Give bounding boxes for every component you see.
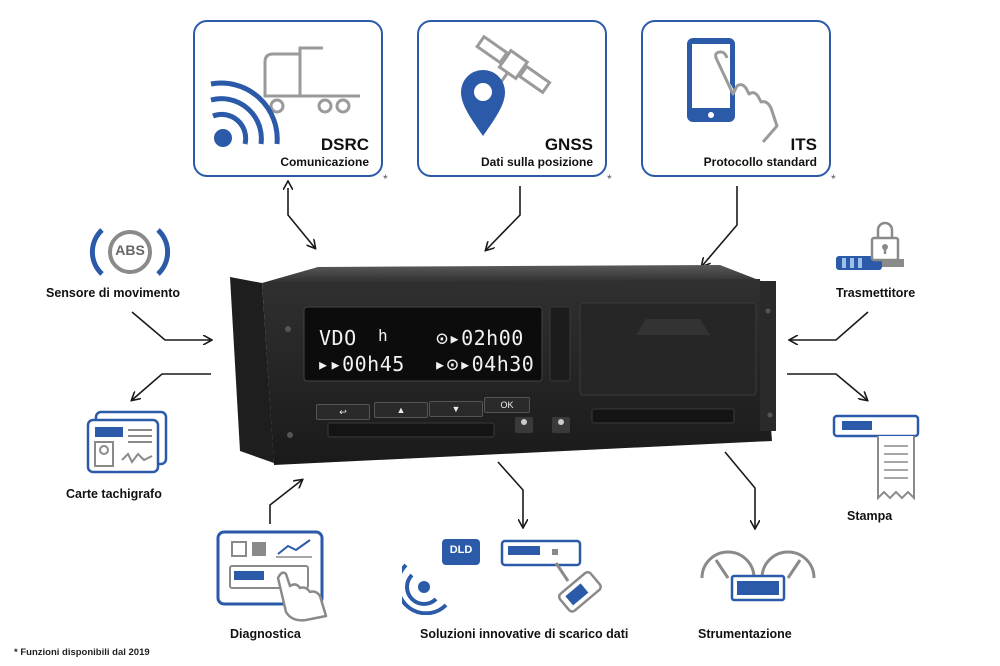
lcd-brand: VDO — [319, 326, 357, 350]
tachograph-cards-icon — [86, 410, 168, 474]
down-button[interactable]: ▼ — [429, 401, 483, 417]
ok-button[interactable]: OK — [484, 397, 530, 413]
arrow-gnss — [486, 186, 521, 250]
dld-badge: DLD — [449, 544, 473, 556]
dsrc-box: DSRC Comunicazione — [193, 20, 383, 177]
lcd-top-right: ⊙▸02h00 — [436, 326, 524, 350]
lcd-bottom-left: ▸▸00h45 — [317, 352, 405, 376]
its-subtitle: Protocollo standard — [703, 155, 817, 169]
abs-badge: ABS — [115, 242, 145, 258]
gnss-footnote-star: * — [607, 172, 612, 186]
arrow-its — [702, 186, 738, 266]
printout-icon — [832, 414, 920, 501]
its-smartphone-hand-icon — [687, 38, 779, 143]
footnote: * Funzioni disponibili dal 2019 — [14, 647, 150, 658]
gnss-subtitle: Dati sulla posizione — [480, 155, 593, 169]
download-label: Soluzioni innovative di scarico dati — [420, 627, 629, 641]
back-button[interactable]: ↩ — [316, 404, 370, 420]
its-box: ITS Protocollo standard — [641, 20, 831, 177]
transmitter-label: Trasmettitore — [836, 286, 916, 300]
arrow-download — [497, 461, 523, 527]
cards-label: Carte tachigrafo — [66, 487, 162, 501]
print-label: Stampa — [847, 509, 893, 523]
transmitter-lock-icon — [836, 221, 904, 270]
lcd-mode-symbol: h — [378, 326, 389, 345]
abs-sensor-icon — [89, 228, 171, 276]
lcd-bottom-right: ▸⊙▸04h30 — [434, 352, 535, 376]
tachograph-device — [230, 265, 776, 465]
arrow-transmitter — [790, 311, 869, 340]
up-button[interactable]: ▲ — [374, 402, 428, 418]
instruments-label: Strumentazione — [698, 627, 792, 641]
its-footnote-star: * — [831, 172, 836, 186]
motion-sensor-label: Sensore di movimento — [46, 286, 181, 300]
dsrc-subtitle: Comunicazione — [280, 155, 369, 169]
its-title: ITS — [790, 135, 817, 154]
arrow-dsrc — [288, 188, 315, 248]
arrow-motion-sensor — [131, 311, 211, 340]
gnss-satellite-pin-icon — [461, 34, 552, 136]
data-download-icon — [402, 539, 602, 615]
arrow-cards — [132, 373, 211, 400]
diagnostics-tablet-icon — [216, 530, 328, 622]
dsrc-communication-icon — [210, 46, 360, 147]
arrow-print — [787, 373, 867, 400]
arrow-instruments — [724, 451, 755, 528]
dsrc-title: DSRC — [320, 135, 369, 154]
gnss-box: GNSS Dati sulla posizione — [417, 20, 607, 177]
dsrc-footnote-star: * — [383, 172, 388, 186]
diagnostics-label: Diagnostica — [230, 627, 301, 641]
instruments-gauges-icon — [700, 550, 816, 602]
arrow-diagnostics — [269, 480, 302, 524]
gnss-title: GNSS — [544, 135, 593, 154]
